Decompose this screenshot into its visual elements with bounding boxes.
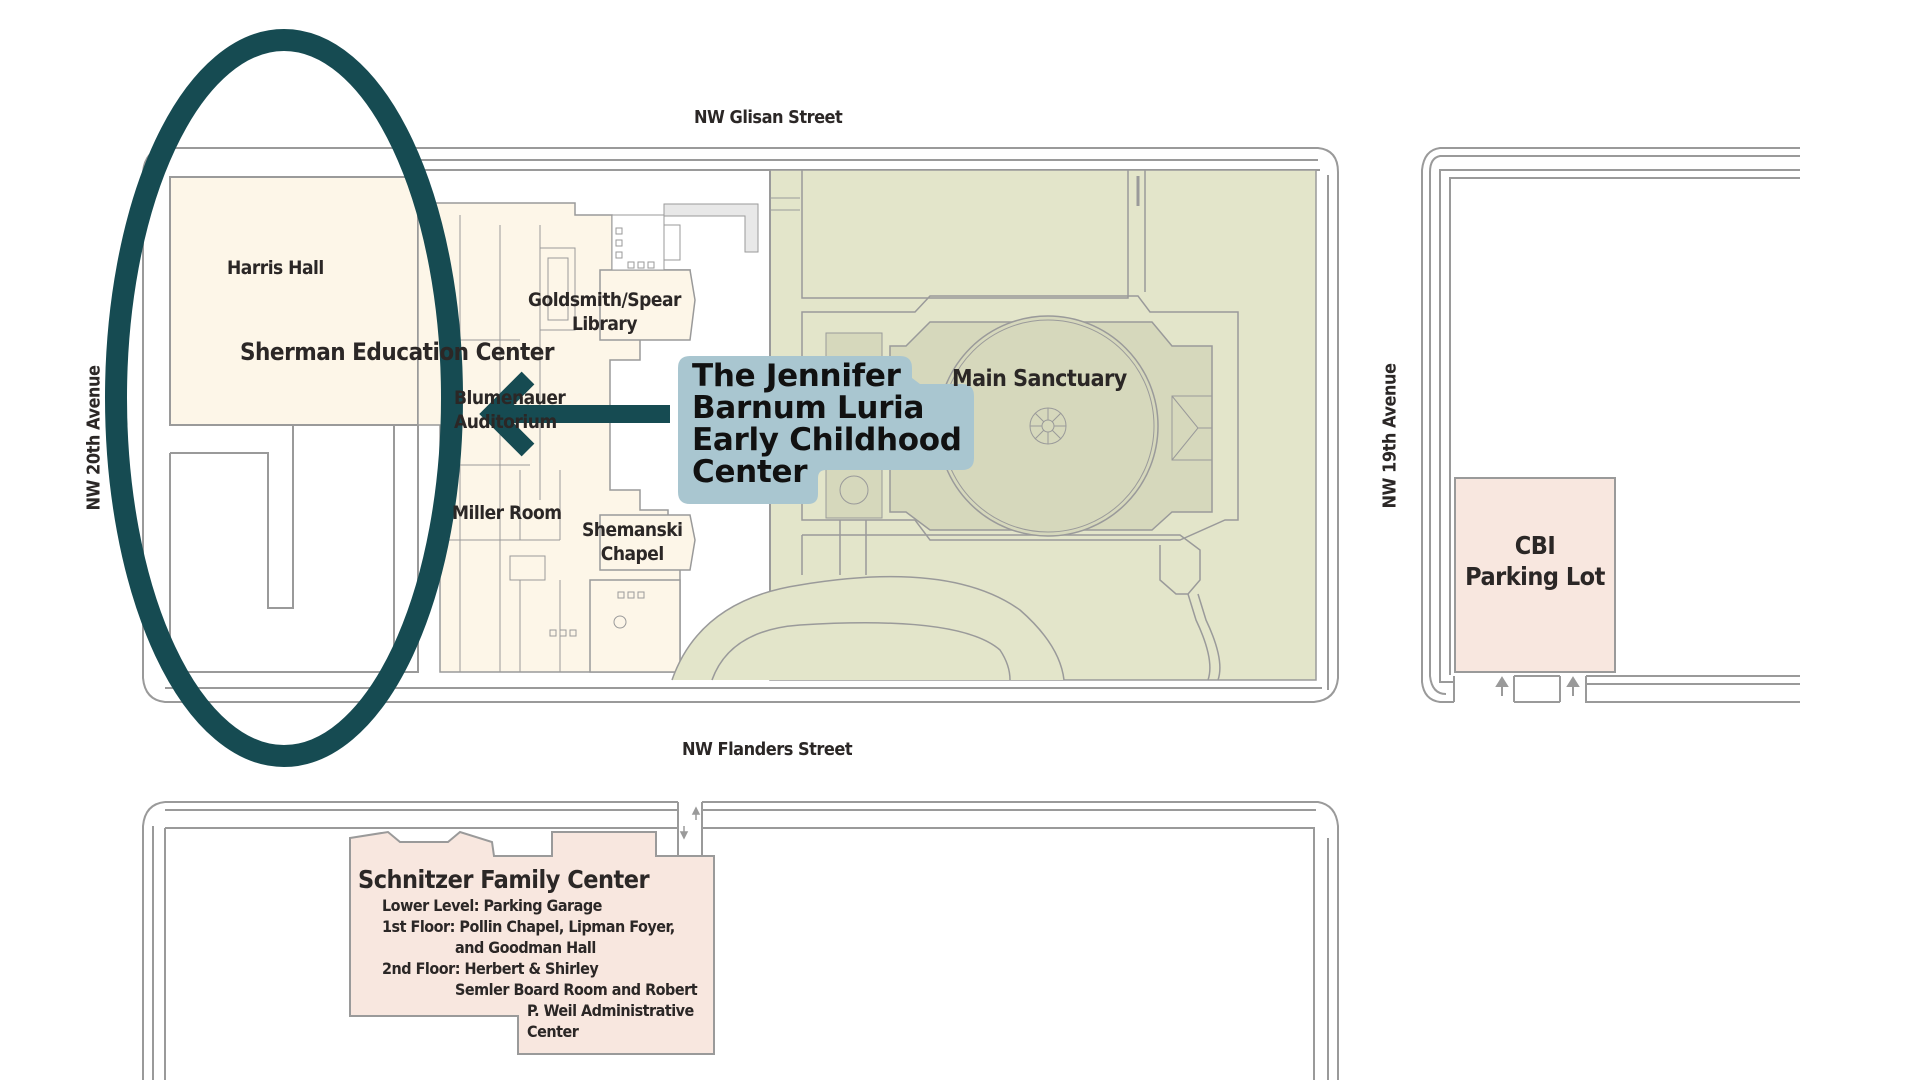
callout-line-1: The Jennifer xyxy=(692,358,901,394)
schnitzer-line-5: Semler Board Room and Robert xyxy=(455,980,698,999)
label-goldsmith-spear-library: Goldsmith/Spear Library xyxy=(528,288,681,336)
hatched-wall xyxy=(663,203,759,253)
callout-line-2: Barnum Luria xyxy=(692,390,925,426)
label-auditorium-line-1: Blumenauer xyxy=(454,387,566,409)
main-block-outline xyxy=(142,147,1339,703)
street-label-south: NW Flanders Street xyxy=(682,739,853,760)
schnitzer-line-3: and Goodman Hall xyxy=(455,938,596,957)
label-main-sanctuary: Main Sanctuary xyxy=(952,366,1127,392)
label-parking-line-1: CBI xyxy=(1514,531,1556,560)
east-block-outline xyxy=(1421,147,1800,703)
left-arrow-icon xyxy=(479,371,670,457)
harris-hall-building[interactable] xyxy=(169,176,419,426)
schnitzer-line-4: 2nd Floor: Herbert & Shirley xyxy=(382,959,599,978)
highlight-ellipse-icon xyxy=(105,29,463,767)
street-label-north: NW Glisan Street xyxy=(694,107,843,128)
callout-bubble xyxy=(678,356,974,504)
label-library-line-1: Goldsmith/Spear xyxy=(528,289,681,311)
schnitzer-family-center-building[interactable] xyxy=(349,830,715,1055)
label-schnitzer-family-center: Schnitzer Family Center xyxy=(358,865,650,894)
up-arrow-icon xyxy=(1495,676,1580,696)
sanctuary-grounds xyxy=(671,169,1317,681)
label-shemanski-chapel: Shemanski Chapel xyxy=(582,518,683,566)
label-parking-line-2: Parking Lot xyxy=(1465,562,1605,591)
label-harris-hall: Harris Hall xyxy=(227,257,324,279)
label-library-line-2: Library xyxy=(571,313,638,335)
label-sherman-education-center: Sherman Education Center xyxy=(240,338,555,366)
early-childhood-center-callout[interactable]: The Jennifer Barnum Luria Early Childhoo… xyxy=(678,356,974,504)
street-label-east: NW 19th Avenue xyxy=(1379,363,1401,509)
education-complex[interactable] xyxy=(417,202,696,673)
label-miller-room: Miller Room xyxy=(452,502,562,524)
schnitzer-line-7: Center xyxy=(527,1022,579,1041)
label-blumenauer-auditorium: Blumenauer Auditorium xyxy=(454,386,566,434)
callout-line-4: Center xyxy=(692,454,808,490)
label-chapel-line-1: Shemanski xyxy=(582,519,683,541)
schnitzer-line-2: 1st Floor: Pollin Chapel, Lipman Foyer, xyxy=(382,917,675,936)
label-chapel-line-2: Chapel xyxy=(600,543,664,565)
schnitzer-line-6: P. Weil Administrative xyxy=(527,1001,694,1020)
label-cbi-parking-lot: CBI Parking Lot xyxy=(1463,530,1607,592)
parking-outline xyxy=(169,425,419,673)
window-marks xyxy=(549,227,655,637)
callout-line-3: Early Childhood xyxy=(692,422,962,458)
schnitzer-line-1: Lower Level: Parking Garage xyxy=(382,896,602,915)
driveway-arrow-icon xyxy=(679,806,701,840)
street-label-west: NW 20th Avenue xyxy=(83,365,105,511)
label-auditorium-line-2: Auditorium xyxy=(454,411,557,433)
south-block-outline xyxy=(142,801,1339,1080)
cbi-parking-lot[interactable] xyxy=(1454,477,1616,673)
